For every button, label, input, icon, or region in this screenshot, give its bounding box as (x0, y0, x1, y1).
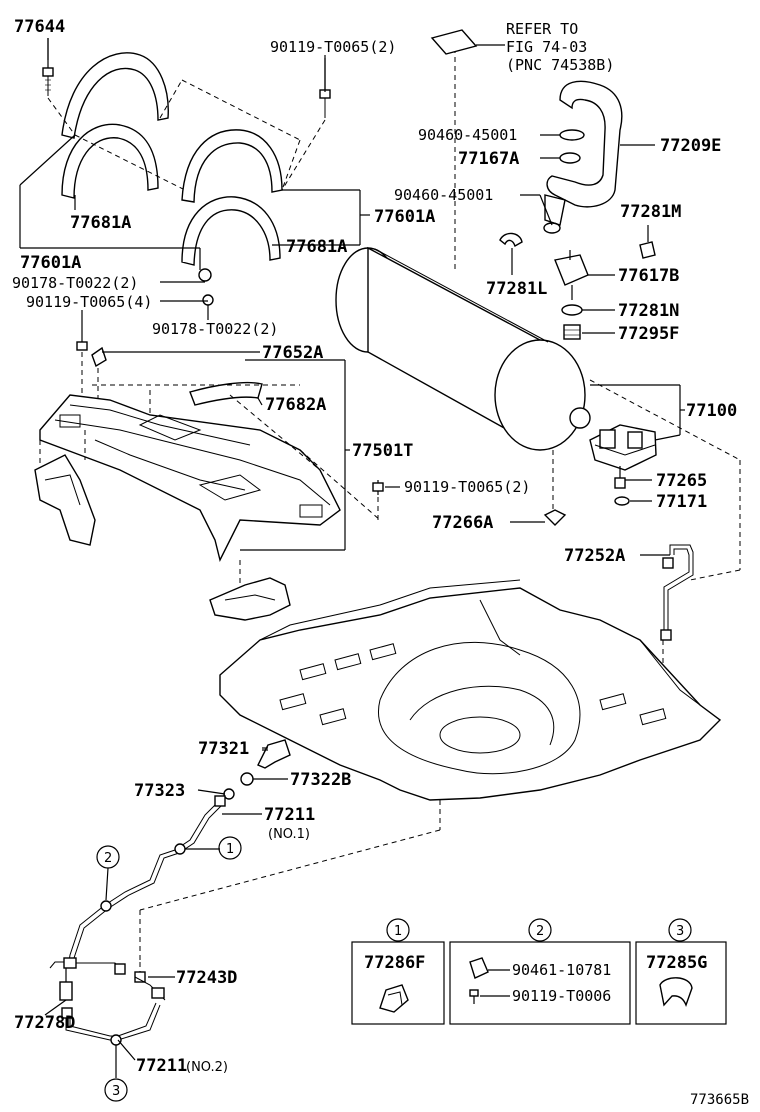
label-90178-b: 90178-T0022(2) (152, 320, 278, 338)
label-90178-a: 90178-T0022(2) (12, 274, 138, 292)
legend-circle-1 (386, 918, 410, 942)
label-77266A: 77266A (432, 513, 493, 533)
legend-1-num: 1 (394, 924, 402, 939)
refer-line-3: (PNC 74538B) (506, 56, 614, 74)
label-77281L: 77281L (486, 279, 547, 299)
label-77211-no2: 77211 (136, 1056, 187, 1076)
label-77171: 77171 (656, 492, 707, 512)
label-77644: 77644 (14, 17, 65, 37)
label-77682A: 77682A (265, 395, 326, 415)
legend-2-num: 2 (536, 924, 544, 939)
legend-2-part-2: 90119-T0006 (512, 987, 611, 1005)
label-77167A: 77167A (458, 149, 519, 169)
label-77278D: 77278D (14, 1013, 75, 1033)
label-77601A-1: 77601A (20, 253, 81, 273)
lpg-tank (335, 48, 591, 451)
legend-3-part: 77285G (646, 953, 707, 973)
label-77265: 77265 (656, 471, 707, 491)
refer-line-1: REFER TO (506, 20, 578, 38)
callout-circle-3 (104, 1078, 128, 1102)
tank-bracket-frame (34, 330, 384, 621)
label-77501T: 77501T (352, 441, 413, 461)
tank-strap-group-right (159, 58, 331, 306)
tank-pipe (660, 544, 694, 700)
label-77681A-2: 77681A (286, 237, 347, 257)
label-77281N: 77281N (618, 301, 679, 321)
callout-3-text: 3 (112, 1084, 120, 1099)
legend-1-part: 77286F (364, 953, 425, 973)
label-77322B: 77322B (290, 770, 351, 790)
label-77601A-2: 77601A (374, 207, 435, 227)
label-77252A: 77252A (564, 546, 625, 566)
label-90119-a: 90119-T0065(2) (270, 38, 396, 56)
label-77243D: 77243D (176, 968, 237, 988)
figure-id: 773665B (690, 1092, 749, 1108)
label-no2: (NO.2) (186, 1060, 228, 1075)
legend-3-num: 3 (676, 924, 684, 939)
tank-valve-assembly (543, 379, 741, 581)
floor-pan (139, 579, 722, 962)
callout-1-text: 1 (226, 842, 234, 857)
label-77323: 77323 (134, 781, 185, 801)
refer-line-2: FIG 74-03 (506, 38, 587, 56)
label-77295F: 77295F (618, 324, 679, 344)
label-77281M: 77281M (620, 202, 681, 222)
filler-hose-assembly (430, 29, 656, 340)
label-90119-b: 90119-T0065(4) (26, 293, 152, 311)
label-77321: 77321 (198, 739, 249, 759)
legend-circle-2 (528, 918, 552, 942)
legend-box-2 (449, 941, 631, 1025)
tank-strap-group-left (42, 38, 186, 199)
label-90460-b: 90460-45001 (394, 186, 493, 204)
callout-circle-1 (218, 836, 242, 860)
label-77211-no1: 77211 (264, 805, 315, 825)
label-90460-a: 90460-45001 (418, 126, 517, 144)
label-77617B: 77617B (618, 266, 679, 286)
callout-2-text: 2 (104, 851, 112, 866)
label-77681A-1: 77681A (70, 213, 131, 233)
label-90119-c: 90119-T0065(2) (404, 478, 530, 496)
leader-lines (19, 38, 685, 1078)
legend-box-3 (635, 941, 727, 1025)
label-77652A: 77652A (262, 343, 323, 363)
fuel-line-assembly (49, 739, 291, 1046)
label-77100: 77100 (686, 401, 737, 421)
legend-box-1 (351, 941, 445, 1025)
label-77209E: 77209E (660, 136, 721, 156)
callout-circle-2 (96, 845, 120, 869)
label-no1: (NO.1) (268, 827, 310, 842)
legend-2-part-1: 90461-10781 (512, 961, 611, 979)
legend-circle-3 (668, 918, 692, 942)
